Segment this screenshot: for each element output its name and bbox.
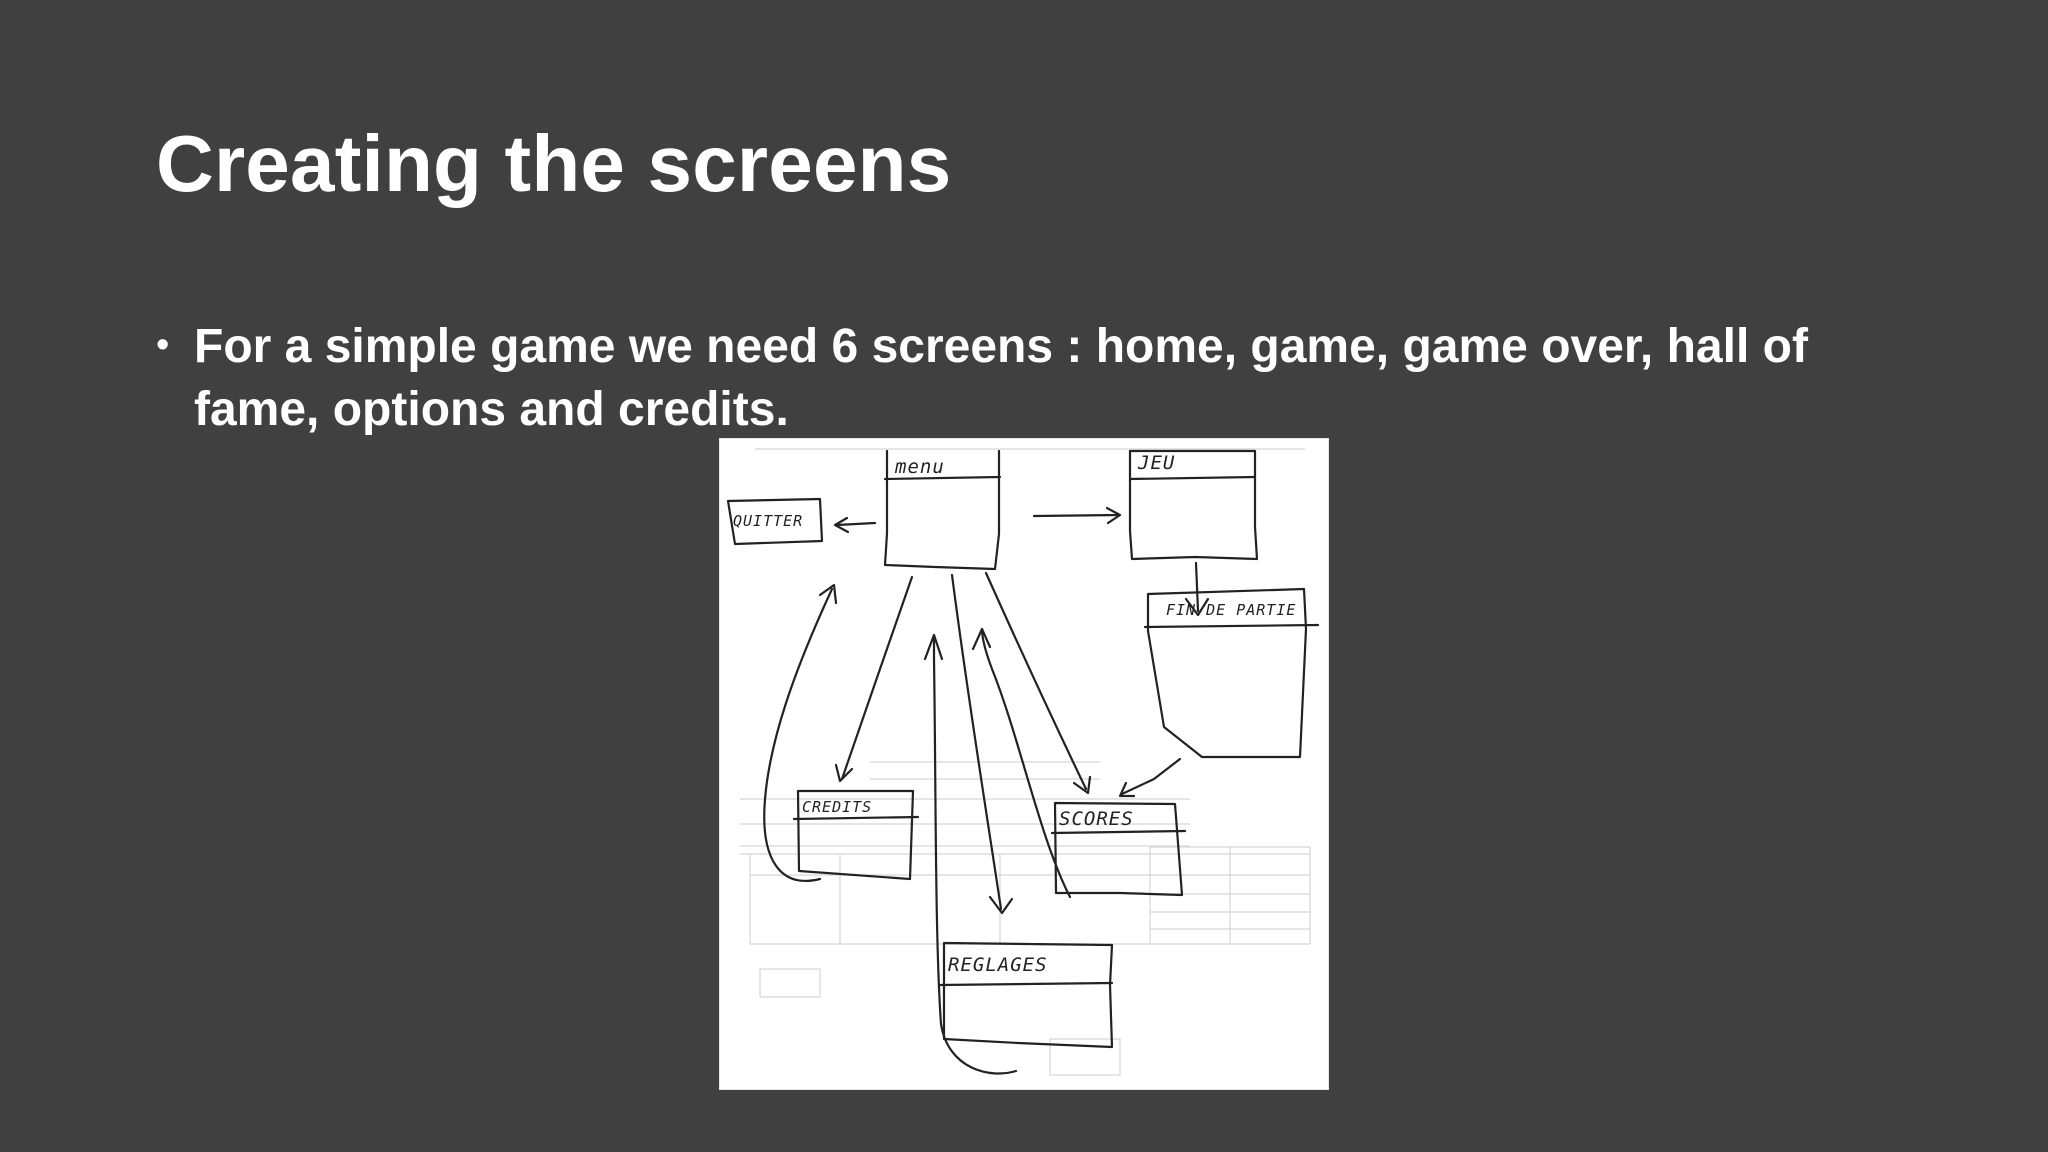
screen-label-reglages: REGLAGES [948,954,1048,976]
arrow-menu-to-jeu [1032,506,1122,525]
arrow-scores-to-menu [971,627,1072,899]
arrow-menu-to-reglages [950,573,1014,915]
screen-label-menu: menu [894,456,945,478]
bullet-list: • For a simple game we need 6 screens : … [156,315,1926,441]
arrow-reglages-to-menu [923,633,1018,1075]
faint-background-form [740,448,1311,1076]
arrow-credits-to-menu [763,583,838,882]
screen-box-scores: SCORES [1050,801,1187,897]
screen-box-fin-de-partie: FIN DE PARTIE [1143,587,1320,759]
screen-box-reglages: REGLAGES [938,941,1114,1049]
arrow-menu-to-scores [984,571,1092,795]
screen-box-quitter: QUITTER [726,497,824,546]
screen-flow-sketch: menu JEU QUITTER FIN DE PARTIE CREDITS [719,438,1329,1090]
bullet-text: For a simple game we need 6 screens : ho… [194,320,1808,436]
bullet-item: • For a simple game we need 6 screens : … [156,315,1926,441]
screen-label-scores: SCORES [1059,808,1134,830]
arrow-menu-to-quitter [833,516,877,534]
screen-box-jeu: JEU [1128,449,1259,561]
arrow-menu-to-credits [834,575,914,783]
slide-title: Creating the screens [156,119,952,208]
screen-box-menu: menu [883,449,1002,571]
arrow-jeu-to-fin-de-partie [1184,561,1210,617]
screen-label-jeu: JEU [1137,452,1175,474]
arrow-fin-de-partie-to-scores [1118,757,1182,798]
screen-flow-diagram: menu JEU QUITTER FIN DE PARTIE CREDITS [726,448,1320,1076]
screen-box-credits: CREDITS [792,789,920,881]
screen-label-fin-de-partie: FIN DE PARTIE [1166,601,1296,619]
screen-label-credits: CREDITS [802,798,872,816]
bullet-marker: • [156,324,170,366]
screen-label-quitter: QUITTER [733,512,803,530]
